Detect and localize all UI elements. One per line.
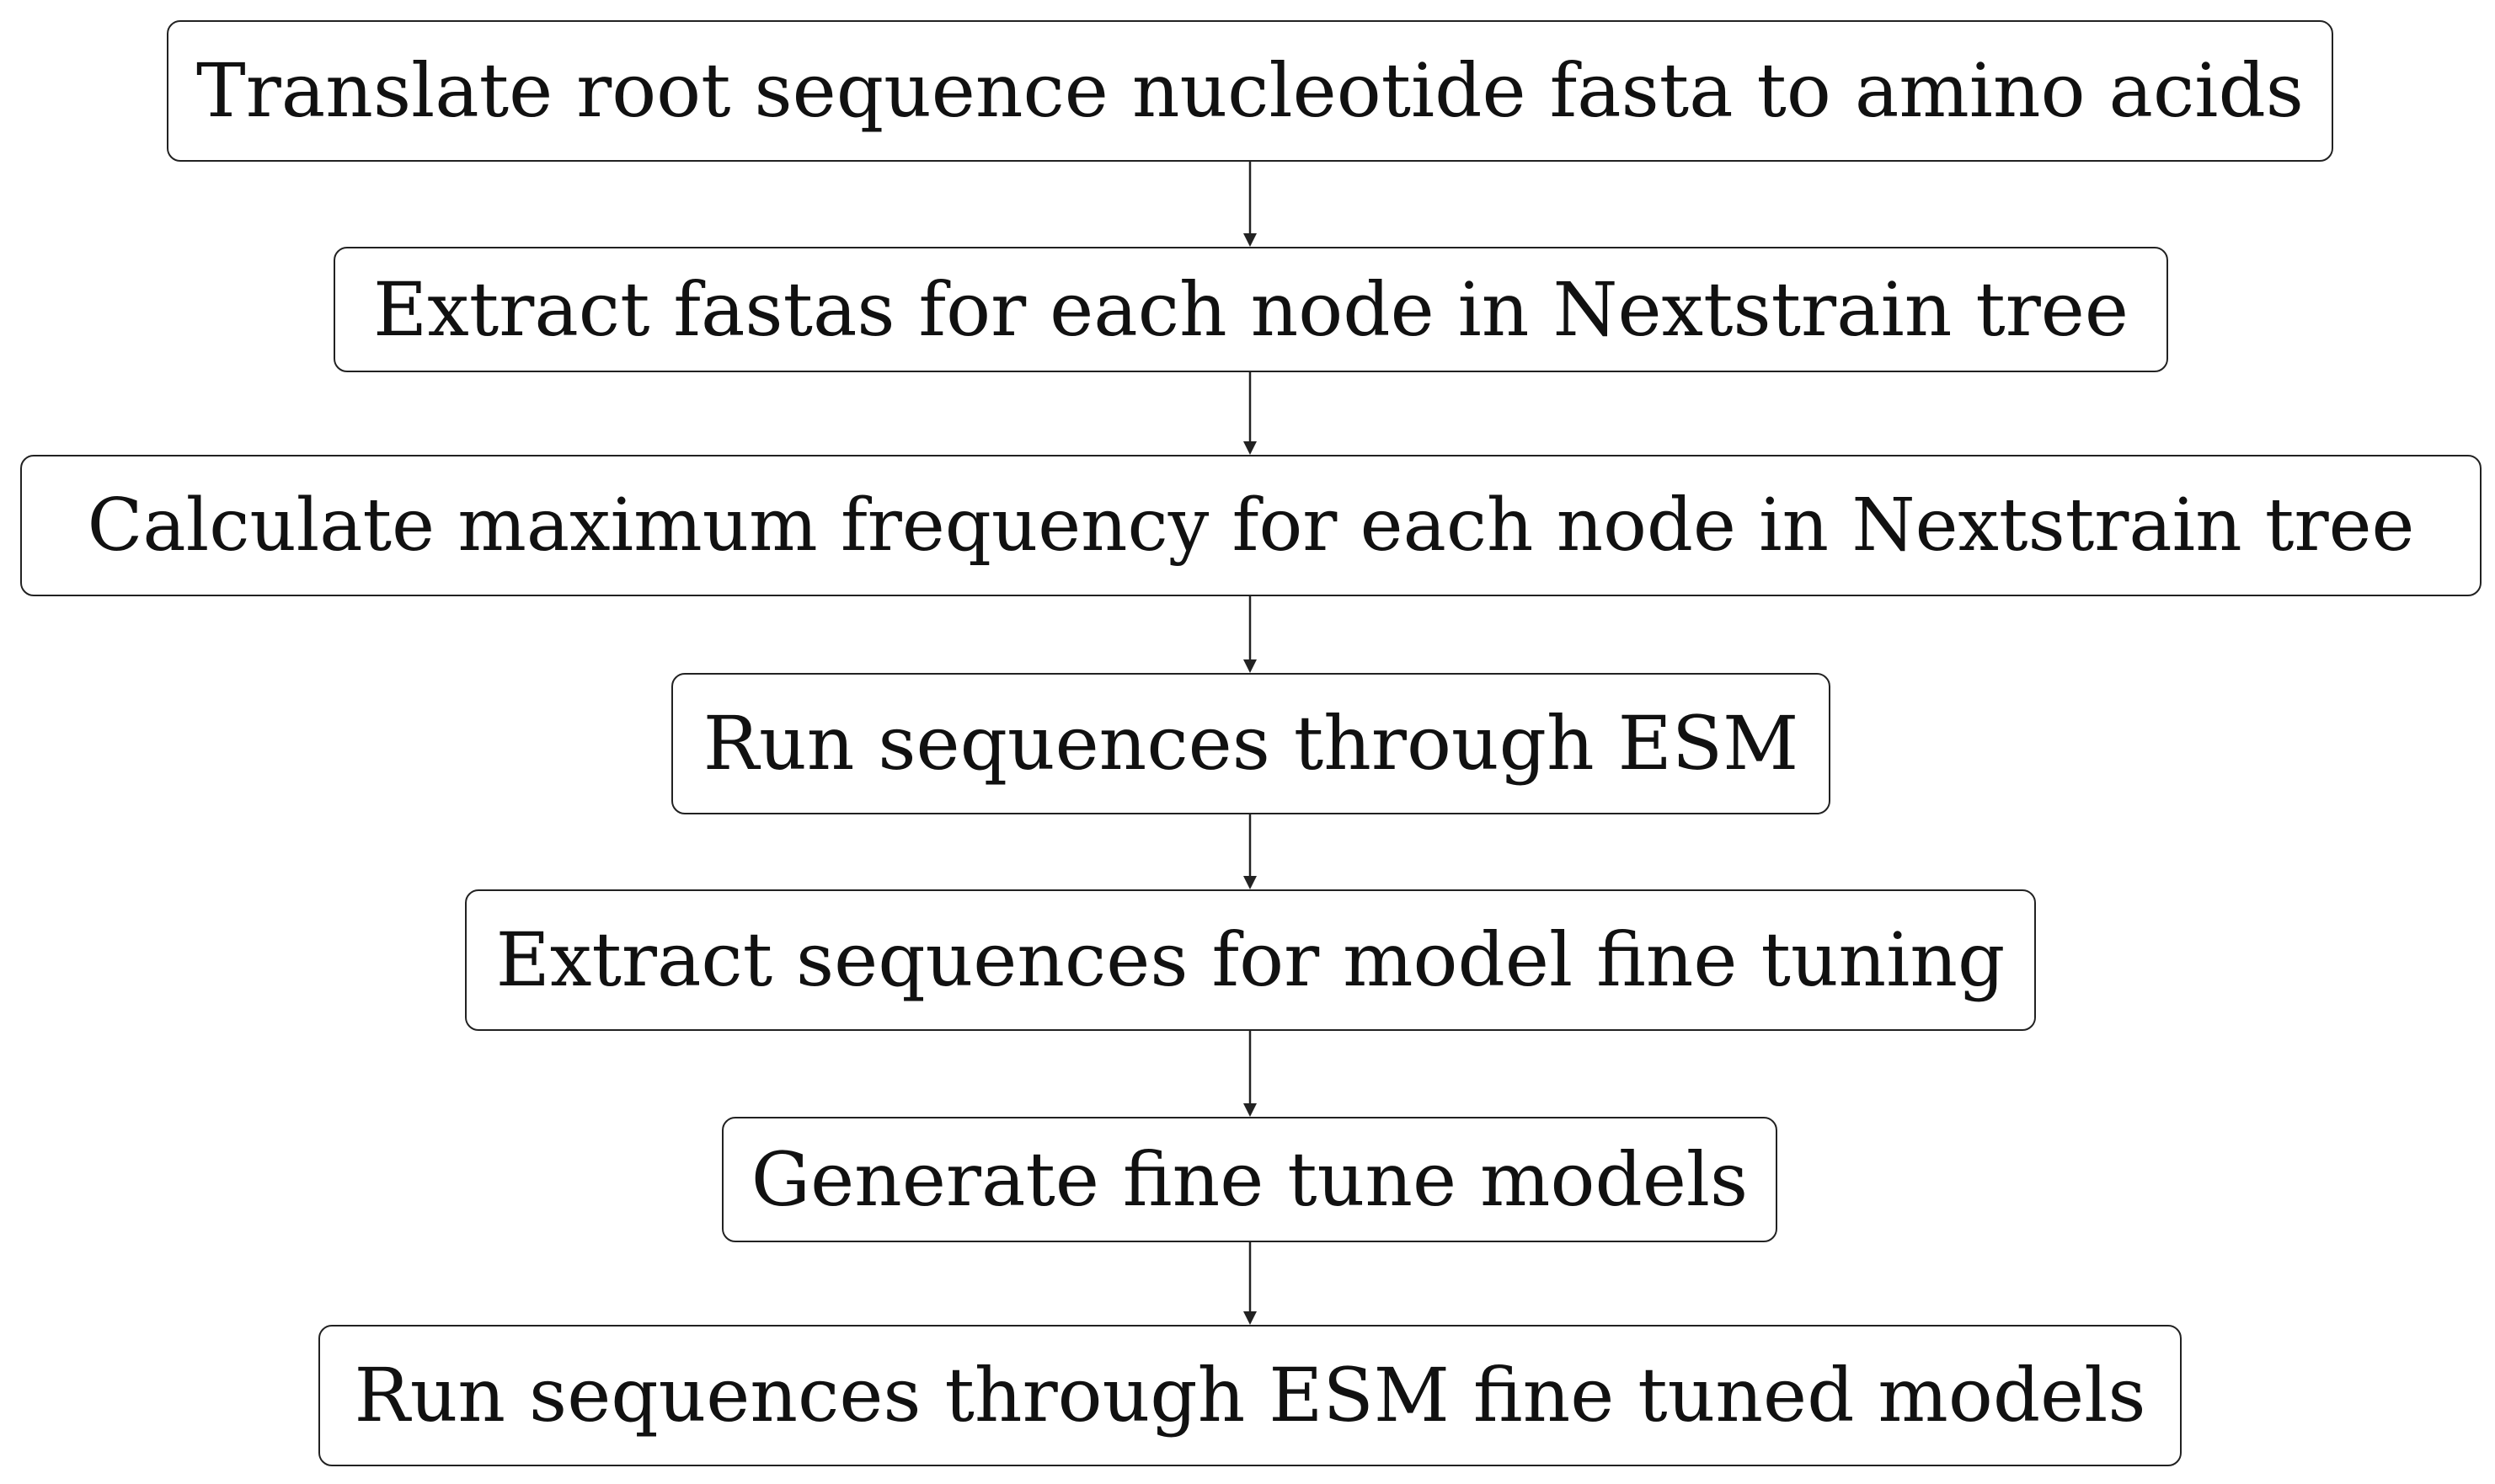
arrow-6-to-7 bbox=[1243, 1242, 1257, 1325]
step-run-esm-fine-tuned-models: Run sequences through ESM fine tuned mod… bbox=[318, 1325, 2182, 1466]
arrow-1-to-2 bbox=[1243, 162, 1257, 247]
step-label: Calculate maximum frequency for each nod… bbox=[87, 483, 2415, 568]
step-run-esm: Run sequences through ESM bbox=[671, 673, 1830, 814]
step-calculate-maximum-frequency: Calculate maximum frequency for each nod… bbox=[20, 455, 2482, 596]
step-label: Extract fastas for each node in Nextstra… bbox=[373, 265, 2129, 353]
step-generate-fine-tune-models: Generate fine tune models bbox=[722, 1117, 1777, 1242]
step-label: Translate root sequence nucleotide fasta… bbox=[196, 47, 2304, 134]
arrow-5-to-6 bbox=[1243, 1031, 1257, 1117]
arrow-3-to-4 bbox=[1243, 596, 1257, 673]
step-extract-fastas: Extract fastas for each node in Nextstra… bbox=[334, 247, 2168, 372]
step-extract-fine-tuning-sequences: Extract sequences for model fine tuning bbox=[465, 889, 2036, 1031]
step-label: Run sequences through ESM bbox=[703, 700, 1799, 787]
step-label: Generate fine tune models bbox=[751, 1135, 1749, 1223]
step-label: Extract sequences for model fine tuning bbox=[495, 916, 2006, 1003]
step-label: Run sequences through ESM fine tuned mod… bbox=[354, 1352, 2146, 1439]
arrow-4-to-5 bbox=[1243, 814, 1257, 889]
step-translate-root-sequence: Translate root sequence nucleotide fasta… bbox=[167, 20, 2333, 162]
arrow-2-to-3 bbox=[1243, 372, 1257, 455]
